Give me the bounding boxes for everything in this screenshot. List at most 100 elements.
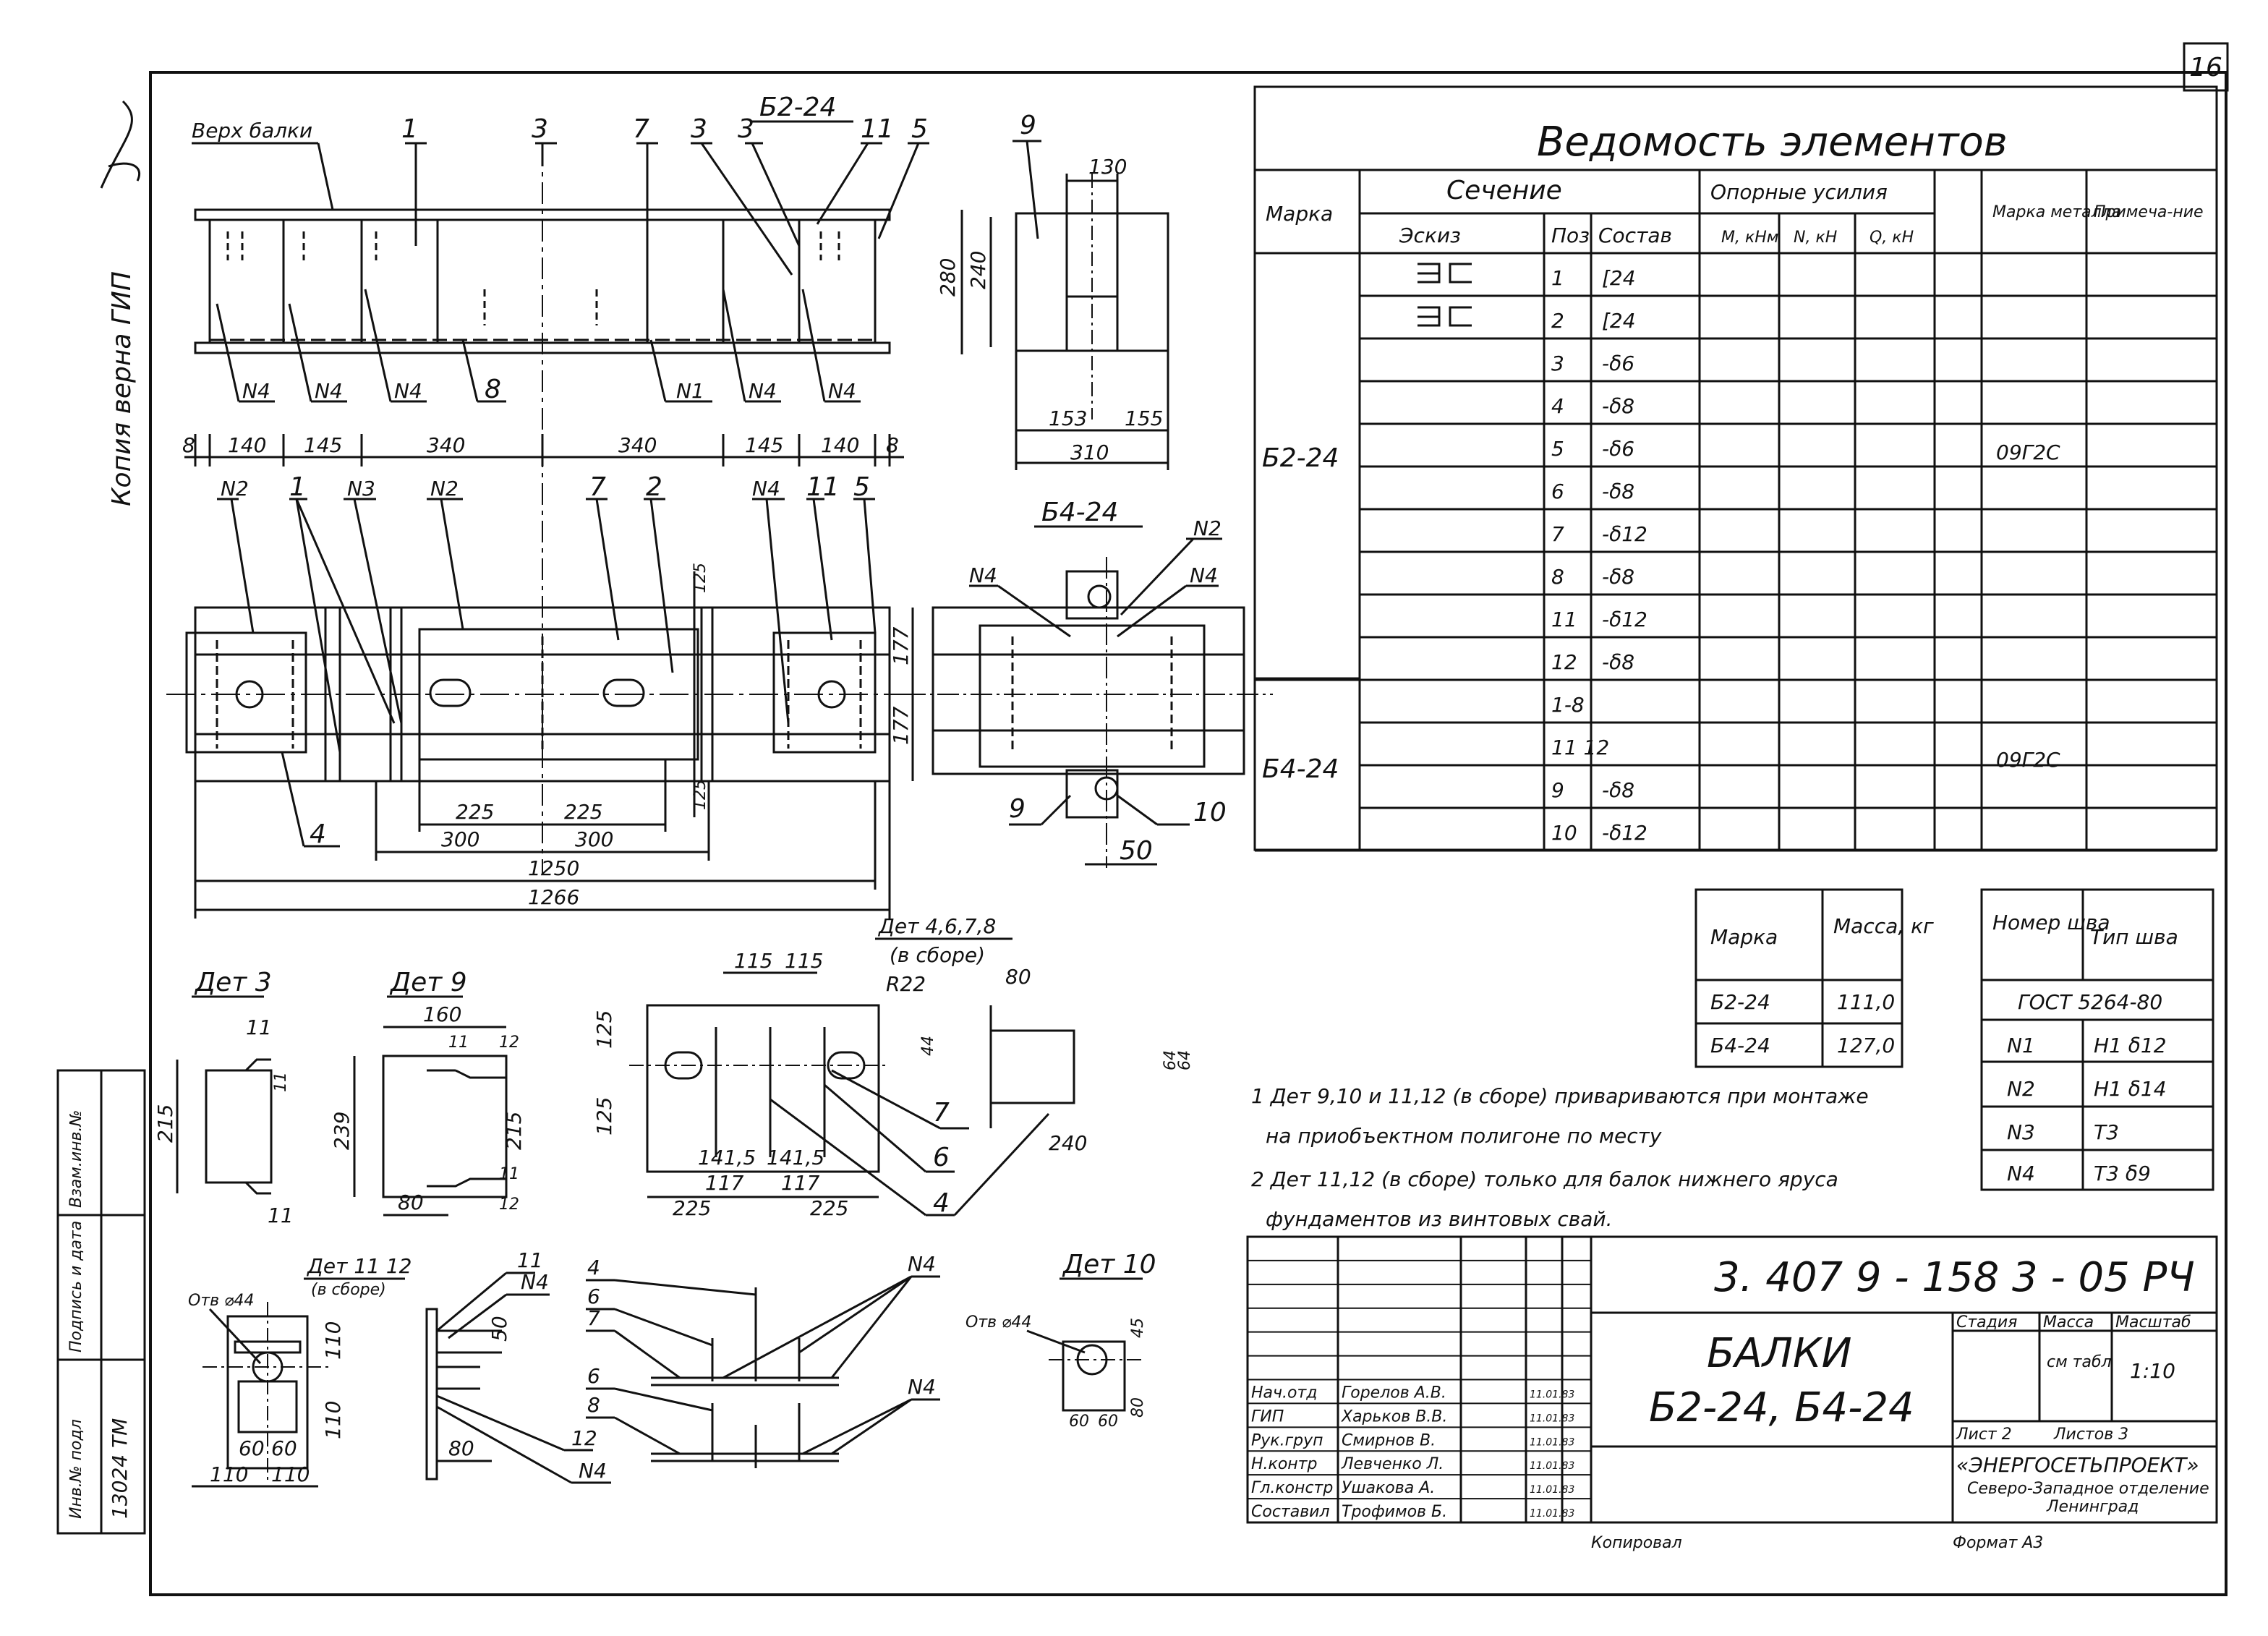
table-cell-comp: [24 bbox=[1602, 266, 1636, 290]
weld-row-0-num: N1 bbox=[2007, 1034, 2035, 1057]
tb-code: 3. 407 9 - 158 3 - 05 РЧ bbox=[1714, 1254, 2195, 1301]
det1112-hole: Отв ⌀44 bbox=[188, 1292, 254, 1310]
tb-person-date: 11.01.83 bbox=[1530, 1508, 1574, 1520]
tb-sheet-label: Лист 2 bbox=[1956, 1426, 2012, 1444]
weld-row-2-num: N3 bbox=[2007, 1120, 2035, 1144]
table-cell-pos: 6 bbox=[1551, 480, 1564, 503]
th-mark: Марка bbox=[1266, 202, 1333, 226]
weld-mark-2: N4 bbox=[394, 379, 422, 403]
b4-callout-1: N4 bbox=[969, 563, 997, 587]
table-cell-comp: -δ6 bbox=[1602, 437, 1634, 461]
det10-dim-1: 60 bbox=[1069, 1413, 1089, 1431]
mass-h-mark: Марка bbox=[1710, 925, 1778, 949]
det4678-subtitle: (в сборе) bbox=[890, 943, 985, 967]
mass-row-0-mark: Б2-24 bbox=[1710, 990, 1770, 1014]
callout-top-6: 5 bbox=[911, 114, 928, 144]
det9-title: Дет 9 bbox=[389, 968, 467, 997]
tb-person-date: 11.01.83 bbox=[1530, 1484, 1574, 1496]
mass-table: Марка Масса, кг Б2-24 111,0 Б4-24 127,0 bbox=[1694, 888, 1934, 1068]
th-comp: Состав bbox=[1598, 223, 1672, 247]
b4-dim-1: 177 bbox=[889, 706, 913, 745]
table-cell-pos: 8 bbox=[1551, 565, 1564, 589]
tb-stage-label: Стадия bbox=[1956, 1313, 2017, 1332]
tb-person-name: Горелов А.В. bbox=[1342, 1384, 1446, 1402]
dim-plan-2: 300 bbox=[441, 827, 479, 851]
weld-mark-0: N4 bbox=[242, 379, 270, 403]
tb-person-date: 11.01.83 bbox=[1530, 1460, 1574, 1472]
section-view: 9 130 280 240 153 155 310 bbox=[936, 111, 1169, 470]
det4678-dim-4: 125 bbox=[592, 1010, 616, 1049]
table-cell-pos: 12 bbox=[1551, 650, 1577, 674]
side1112-callout-2: 12 bbox=[571, 1426, 597, 1450]
table-cell-comp: [24 bbox=[1602, 309, 1636, 333]
callout-plan-4: 7 bbox=[589, 472, 606, 502]
tb-scale-value: 1:10 bbox=[2130, 1359, 2175, 1383]
table-cell-comp: -δ8 bbox=[1602, 480, 1634, 503]
detail-10: Дет 10 Отв ⌀44 45 60 60 80 bbox=[965, 1250, 1156, 1431]
weld-h-num: Номер шва bbox=[1992, 911, 2110, 934]
weld-mark-4: N1 bbox=[676, 379, 704, 403]
weld-h-type: Тип шва bbox=[2090, 925, 2178, 949]
dim-plan-3: 300 bbox=[575, 827, 613, 851]
tb-org2: Северо-Западное отделение bbox=[1967, 1480, 2209, 1498]
group-metal-1: 09Г2С bbox=[1996, 748, 2060, 772]
det4678-dim-8: 64 bbox=[1176, 1050, 1194, 1070]
dim-bottom-6: 140 bbox=[821, 433, 859, 457]
b4-callout-3: 9 bbox=[1009, 794, 1026, 824]
tb-name1: БАЛКИ bbox=[1707, 1330, 1851, 1377]
det4678-dim-12: 117 bbox=[781, 1171, 820, 1195]
table-cell-pos: 5 bbox=[1551, 437, 1564, 461]
det9-dim-3: 239 bbox=[330, 1112, 354, 1150]
dim-plan-6: 125 bbox=[691, 563, 709, 593]
det10-hole: Отв ⌀44 bbox=[965, 1313, 1031, 1332]
det4678-dim-13: 225 bbox=[673, 1196, 711, 1220]
stamp-inv-value: 13024 ТМ bbox=[108, 1418, 132, 1519]
tb-name2: Б2-24, Б4-24 bbox=[1649, 1384, 1914, 1431]
det3-dim-1: 11 bbox=[272, 1072, 290, 1092]
det4678-callout-2: 4 bbox=[933, 1188, 950, 1218]
weld-table: Номер шва Тип шва ГОСТ 5264-80 N1 H1 δ12… bbox=[1980, 888, 2214, 1191]
table-cell-pos: 10 bbox=[1551, 821, 1577, 845]
asm-callout-6: N4 bbox=[908, 1375, 936, 1399]
table-cell-comp: -δ12 bbox=[1602, 821, 1647, 845]
mass-row-0-mass: 111,0 bbox=[1837, 990, 1895, 1014]
weld-row-1-num: N2 bbox=[2007, 1077, 2035, 1101]
callout-plan-6: N4 bbox=[752, 477, 780, 500]
side1112-callout-0: 11 bbox=[517, 1248, 543, 1272]
sheet-frame bbox=[149, 71, 2228, 1596]
det9-dim-0: 160 bbox=[423, 1002, 461, 1026]
side1112-dim-1: 80 bbox=[448, 1436, 474, 1460]
det3-title: Дет 3 bbox=[194, 968, 272, 997]
b4-view: Б4-24 N2 N4 N4 9 10 177 177 50 bbox=[889, 498, 1273, 868]
det3-dim-0: 11 bbox=[246, 1015, 272, 1039]
section-dim-5: 310 bbox=[1070, 440, 1109, 464]
th-metal: Марка металла bbox=[1992, 203, 2121, 221]
detail-3: Дет 3 215 11 11 11 bbox=[153, 968, 294, 1227]
dim-bottom-3: 340 bbox=[427, 433, 465, 457]
th-m: М, кНм bbox=[1721, 229, 1778, 247]
table-cell-pos: 4 bbox=[1551, 394, 1564, 418]
tb-person-name: Левченко Л. bbox=[1341, 1455, 1444, 1473]
callout-top-0: 1 bbox=[401, 114, 418, 144]
det4678-dim-3: 80 bbox=[1005, 965, 1031, 989]
weld-row-2-type: T3 bbox=[2094, 1120, 2119, 1144]
tb-person-name: Харьков В.В. bbox=[1341, 1407, 1447, 1426]
margin-note: Копия верна ГИП bbox=[107, 271, 137, 506]
table-cell-comp: -δ12 bbox=[1602, 608, 1647, 631]
th-support: Опорные усилия bbox=[1710, 180, 1888, 204]
det3-dim-3: 215 bbox=[153, 1104, 177, 1143]
side-view-1112: 11 N4 12 N4 50 80 bbox=[425, 1248, 611, 1484]
b4-title: Б4-24 bbox=[1041, 498, 1118, 527]
note-line-2: 2 Дет 11,12 (в сборе) только для балок н… bbox=[1251, 1167, 1838, 1191]
weld-row-1-type: H1 δ14 bbox=[2094, 1077, 2167, 1101]
det1112-dim-1: 110 bbox=[321, 1401, 345, 1439]
callout-top-4: 3 bbox=[738, 114, 754, 144]
plan-bottom-callout: 4 bbox=[310, 819, 326, 849]
det3-dim-2: 11 bbox=[268, 1203, 294, 1227]
dim-plan-7: 125 bbox=[691, 780, 709, 810]
dim-plan-1: 225 bbox=[564, 800, 602, 824]
th-section: Сечение bbox=[1446, 176, 1562, 205]
det4678-dim-11: 117 bbox=[705, 1171, 744, 1195]
weld-mark-1: N4 bbox=[315, 379, 343, 403]
